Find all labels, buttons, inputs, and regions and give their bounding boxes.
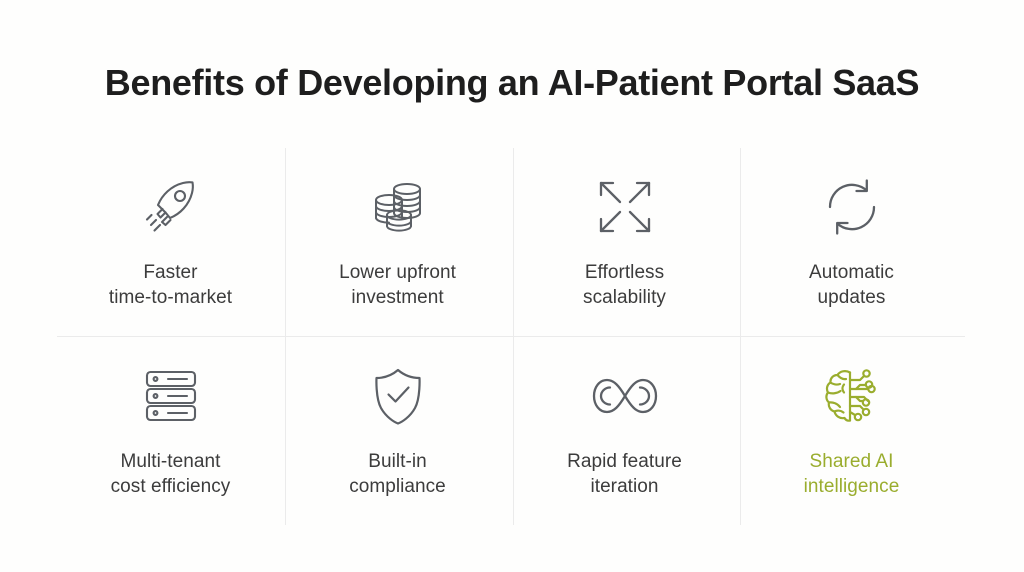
benefit-card-faster-time-to-market: Faster time-to-market xyxy=(57,148,284,336)
benefit-card-built-in-compliance: Built-in compliance xyxy=(284,337,511,525)
benefit-label: Effortless scalability xyxy=(583,262,666,308)
benefits-row-top: Faster time-to-market xyxy=(57,148,965,336)
benefit-card-effortless-scalability: Effortless scalability xyxy=(511,148,738,336)
benefit-label: Automatic updates xyxy=(809,262,894,308)
benefit-label: Lower upfront investment xyxy=(339,262,456,308)
benefit-label: Rapid feature iteration xyxy=(567,451,682,497)
benefit-card-shared-ai-intelligence: Shared AI intelligence xyxy=(738,337,965,525)
benefit-label: Multi-tenant cost efficiency xyxy=(110,451,231,497)
benefit-card-lower-upfront-investment: Lower upfront investment xyxy=(284,148,511,336)
benefits-grid: Faster time-to-market xyxy=(57,148,965,525)
benefit-card-automatic-updates: Automatic updates xyxy=(738,148,965,336)
benefit-label: Shared AI intelligence xyxy=(803,451,900,497)
refresh-circle-icon xyxy=(821,174,883,240)
page-title: Benefits of Developing an AI-Patient Por… xyxy=(104,62,920,103)
infinity-icon xyxy=(590,363,660,429)
benefits-row-bottom: Multi-tenant cost efficiency Built-in co… xyxy=(57,337,965,525)
coin-stacks-icon xyxy=(365,174,431,240)
benefit-label: Built-in compliance xyxy=(349,451,446,497)
benefit-card-rapid-feature-iteration: Rapid feature iteration xyxy=(511,337,738,525)
shield-check-icon xyxy=(369,363,427,429)
server-rack-icon xyxy=(141,363,201,429)
ai-brain-circuit-icon xyxy=(820,363,884,429)
expand-arrows-icon xyxy=(594,174,656,240)
benefit-label: Faster time-to-market xyxy=(108,262,233,308)
rocket-icon xyxy=(138,174,204,240)
benefit-card-multi-tenant-cost-efficiency: Multi-tenant cost efficiency xyxy=(57,337,284,525)
grid-divider-horizontal xyxy=(57,336,965,337)
